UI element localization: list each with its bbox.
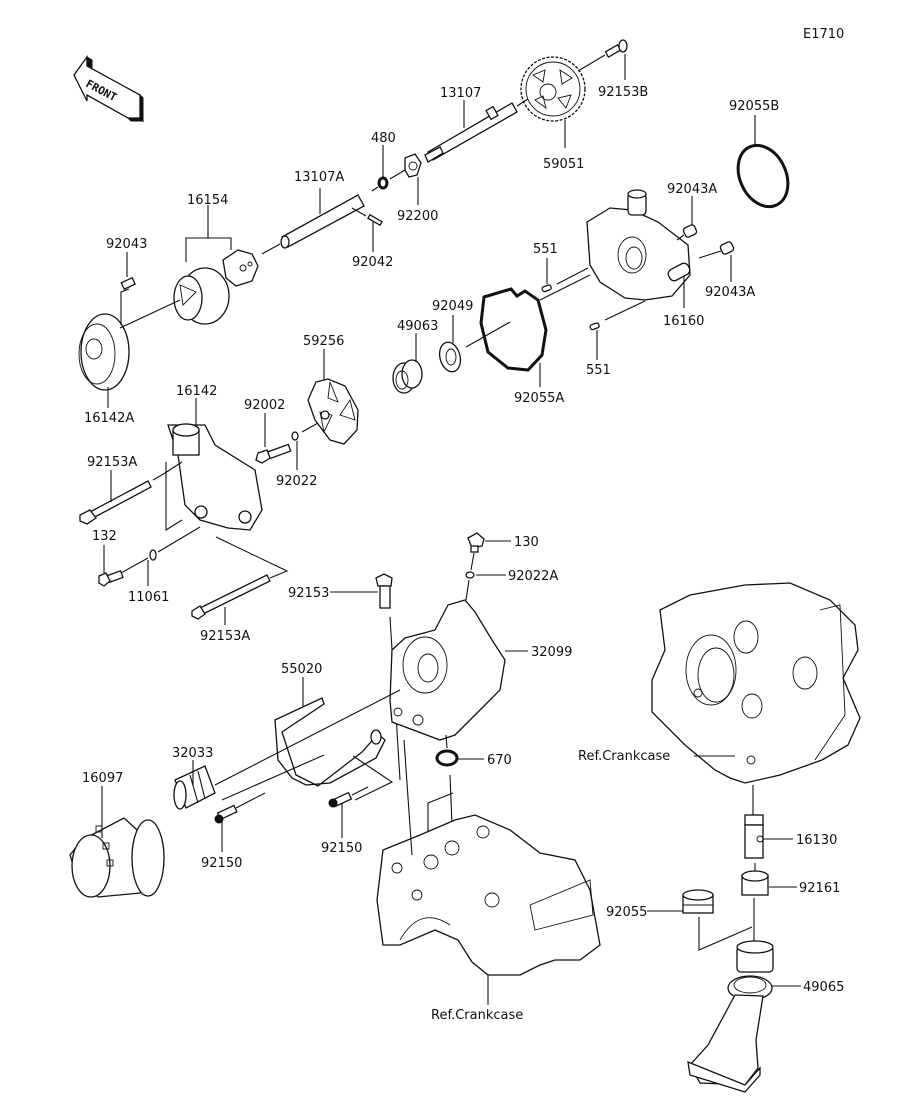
callout-130[interactable]: 130 — [514, 535, 539, 550]
washer-92022 — [291, 431, 299, 441]
circlip-480 — [377, 176, 389, 190]
callout-92022[interactable]: 92022 — [276, 474, 317, 489]
callout-59051[interactable]: 59051 — [543, 157, 584, 172]
callout-16142A[interactable]: 16142A — [84, 411, 134, 426]
callout-670[interactable]: 670 — [487, 753, 512, 768]
rotor-inner-16154 — [222, 249, 259, 287]
oring-92055A — [479, 287, 548, 372]
bolt-92153A-top — [79, 480, 152, 525]
bolt-130 — [467, 532, 485, 553]
leader-lines — [101, 54, 801, 987]
callout-16130[interactable]: 16130 — [796, 833, 837, 848]
plate-92200 — [404, 153, 422, 178]
callout-551-bottom[interactable]: 551 — [586, 363, 611, 378]
callout-92055[interactable]: 92055 — [606, 905, 647, 920]
callout-480[interactable]: 480 — [371, 131, 396, 146]
bolt-92150-right — [328, 791, 353, 808]
shaft-13107A — [280, 194, 365, 249]
diagram-code: E1710 — [803, 27, 844, 42]
callout-16160[interactable]: 16160 — [663, 314, 704, 329]
bolt-132 — [98, 569, 124, 587]
rotor-outer-16154 — [173, 267, 230, 325]
oring-670 — [435, 749, 459, 767]
callout-59256[interactable]: 59256 — [303, 334, 344, 349]
bolt-92153A-bottom — [191, 574, 271, 620]
callout-16097[interactable]: 16097 — [82, 771, 123, 786]
callout-13107A[interactable]: 13107A — [294, 170, 344, 185]
callout-32033[interactable]: 32033 — [172, 746, 213, 761]
shaft-13107 — [424, 102, 518, 163]
callout-92043A-bottom[interactable]: 92043A — [705, 285, 755, 300]
callout-92043[interactable]: 92043 — [106, 237, 147, 252]
callout-49063[interactable]: 49063 — [397, 319, 438, 334]
bolt-92150-left — [214, 804, 238, 824]
callout-92042[interactable]: 92042 — [352, 255, 393, 270]
callout-92150-left[interactable]: 92150 — [201, 856, 242, 871]
callout-92049[interactable]: 92049 — [432, 299, 473, 314]
impeller-59256 — [307, 378, 359, 445]
callout-11061[interactable]: 11061 — [128, 590, 169, 605]
callout-92055A[interactable]: 92055A — [514, 391, 564, 406]
pin-92042 — [367, 213, 383, 227]
gear-59051 — [520, 56, 586, 122]
pin-551-bottom — [589, 322, 600, 331]
dowel-92043A-top — [682, 224, 698, 238]
callout-92153[interactable]: 92153 — [288, 586, 329, 601]
oring-92055B — [736, 143, 790, 209]
bolt-92002 — [255, 443, 292, 464]
callout-16154[interactable]: 16154 — [187, 193, 228, 208]
callout-13107[interactable]: 13107 — [440, 86, 481, 101]
pin-551-top — [541, 284, 552, 293]
oil-filter-housing-32099 — [389, 599, 506, 741]
pump-cover-16142 — [167, 423, 263, 531]
bolt-92153 — [375, 573, 393, 609]
cover-16142A — [78, 313, 130, 391]
oil-cooler-plate-55020 — [274, 697, 386, 787]
front-arrow-icon: FRONT — [73, 54, 145, 123]
bolt-92153B — [604, 39, 628, 58]
oil-strainer-49065 — [687, 940, 774, 1093]
dowel-92043A-bottom — [719, 241, 735, 255]
crankcase-lower-ref — [376, 814, 601, 976]
callout-92153A-top[interactable]: 92153A — [87, 455, 137, 470]
callout-92055B[interactable]: 92055B — [729, 99, 779, 114]
callout-92200[interactable]: 92200 — [397, 209, 438, 224]
callout-16142[interactable]: 16142 — [176, 384, 217, 399]
relief-valve-16130 — [744, 814, 764, 859]
washer-92022A — [465, 571, 475, 579]
mechanical-seal-49063 — [392, 359, 423, 394]
callout-92022A[interactable]: 92022A — [508, 569, 558, 584]
callout-92153B[interactable]: 92153B — [598, 85, 648, 100]
callout-132[interactable]: 132 — [92, 529, 117, 544]
washer-11061 — [149, 549, 157, 561]
callout-551-top[interactable]: 551 — [533, 242, 558, 257]
callout-92043A-top[interactable]: 92043A — [667, 182, 717, 197]
crankcase-right-ref — [651, 582, 861, 784]
callout-49065[interactable]: 49065 — [803, 980, 844, 995]
callout-92150-right[interactable]: 92150 — [321, 841, 362, 856]
callout-ref-crankcase-bottom[interactable]: Ref.Crankcase — [431, 1008, 523, 1023]
dowel-92043 — [120, 276, 136, 291]
callout-92161[interactable]: 92161 — [799, 881, 840, 896]
housing-16160 — [586, 189, 691, 301]
plug-92055 — [682, 889, 714, 914]
plug-92161 — [741, 870, 769, 896]
seal-92049 — [438, 341, 462, 373]
callout-92002[interactable]: 92002 — [244, 398, 285, 413]
callout-92153A-bottom[interactable]: 92153A — [200, 629, 250, 644]
fitting-32033 — [173, 765, 216, 810]
callout-32099[interactable]: 32099 — [531, 645, 572, 660]
callout-55020[interactable]: 55020 — [281, 662, 322, 677]
oil-filter-16097 — [69, 817, 165, 898]
callout-ref-crankcase-right[interactable]: Ref.Crankcase — [578, 749, 670, 764]
